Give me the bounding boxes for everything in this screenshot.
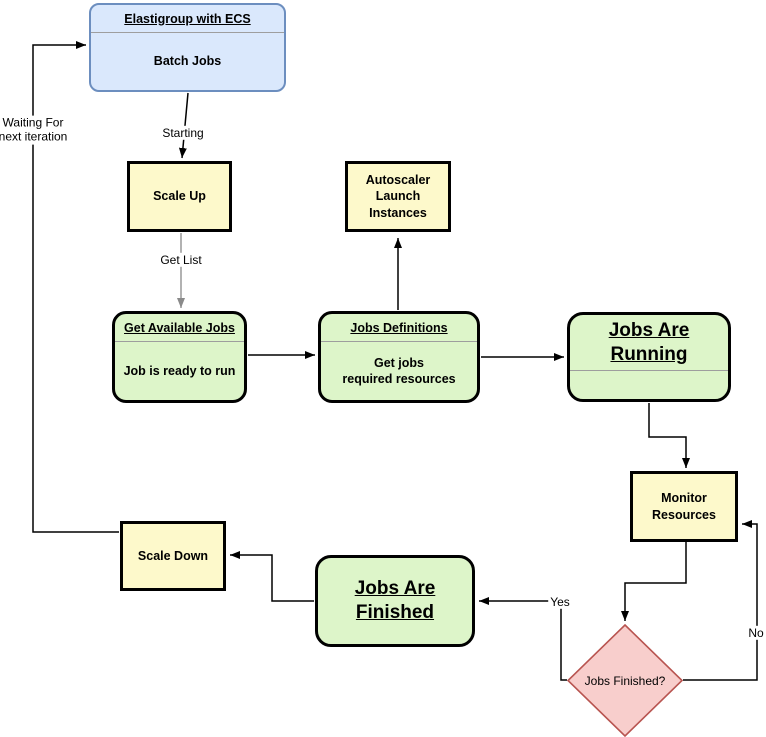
jobs-are-finished-title: Jobs Are Finished [354,578,436,623]
node-jobs-are-running[interactable]: Jobs Are Running [567,312,731,402]
node-elastigroup[interactable]: Elastigroup with ECS Batch Jobs [89,3,286,92]
edge-label-yes: Yes [548,594,572,610]
node-scale-up[interactable]: Scale Up [127,161,232,232]
node-scale-down[interactable]: Scale Down [120,521,226,591]
jobs-definitions-body: Get jobs required resources [342,355,456,386]
edge-label-waiting-for-next-iteration: Waiting For next iteration [0,115,70,145]
node-autoscaler[interactable]: Autoscaler Launch Instances [345,161,451,232]
edge-no-loop [683,520,758,681]
scale-up-label: Scale Up [153,189,206,204]
get-available-jobs-body: Job is ready to run [123,363,236,378]
edge-label-starting: Starting [160,125,206,141]
edge-yes-to-finished [479,597,567,681]
edge-starting [178,92,189,159]
decision-diamond-shape [567,624,683,737]
edge-label-get-list: Get List [158,252,204,268]
edge-running-to-monitor [648,403,690,468]
edge-waiting-loop [32,41,119,533]
elastigroup-body: Batch Jobs [153,54,222,69]
edge-label-no: No [746,625,766,641]
get-available-jobs-title: Get Available Jobs [115,314,244,342]
jobs-definitions-title: Jobs Definitions [321,314,477,342]
node-jobs-are-finished[interactable]: Jobs Are Finished [315,555,475,647]
node-jobs-definitions[interactable]: Jobs Definitions Get jobs required resou… [318,311,480,403]
jobs-are-running-empty-section [570,371,728,399]
jobs-finished-decision-label: Jobs Finished? [584,673,666,688]
autoscaler-label: Autoscaler Launch Instances [365,173,431,220]
elastigroup-title: Elastigroup with ECS [91,5,284,33]
node-get-available-jobs[interactable]: Get Available Jobs Job is ready to run [112,311,247,403]
monitor-resources-label: Monitor Resources [652,491,716,522]
scale-down-label: Scale Down [137,548,209,563]
edge-monitor-to-decision [621,542,687,621]
node-jobs-finished-decision[interactable]: Jobs Finished? [567,624,683,737]
edge-finished-to-scale-down [230,551,314,602]
jobs-are-running-title: Jobs Are Running [608,319,690,365]
node-monitor-resources[interactable]: Monitor Resources [630,471,738,542]
